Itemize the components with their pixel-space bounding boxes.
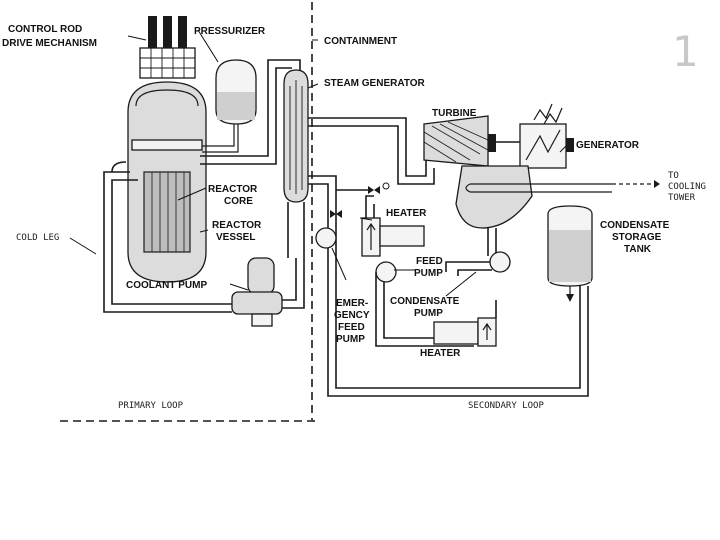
lower-heater — [433, 300, 497, 347]
condensate-pump — [445, 251, 511, 276]
label-feed-pump-1: FEED — [416, 256, 443, 267]
label-containment: CONTAINMENT — [324, 36, 397, 47]
label-primary-loop: PRIMARY LOOP — [118, 401, 184, 411]
label-coolant-pump: COOLANT PUMP — [126, 280, 207, 291]
label-steam-generator: STEAM GENERATOR — [324, 78, 426, 89]
turbine — [423, 115, 520, 167]
diagram-panel — [0, 0, 720, 428]
control-rod-drive-mechanism — [139, 16, 196, 79]
label-to-cooling-3: TOWER — [668, 193, 696, 203]
condenser — [455, 165, 660, 256]
label-emergency-2: GENCY — [334, 310, 370, 321]
slide-number: 1 — [672, 27, 699, 76]
label-condensate-storage-2: STORAGE — [612, 232, 662, 243]
label-to-cooling-1: TO — [668, 171, 679, 181]
reactor-core — [143, 171, 191, 253]
label-secondary-loop: SECONDARY LOOP — [468, 401, 544, 411]
label-control-rod-2: DRIVE MECHANISM — [2, 38, 97, 49]
label-heater-lower: HEATER — [420, 348, 461, 359]
label-condensate-storage-3: TANK — [624, 244, 652, 255]
labels: CONTROL ROD DRIVE MECHANISM PRESSURIZER … — [2, 24, 706, 411]
label-feed-pump-2: PUMP — [414, 268, 443, 279]
label-pointers — [69, 29, 567, 297]
label-emergency-1: EMER- — [336, 298, 368, 309]
label-turbine: TURBINE — [432, 108, 477, 119]
condensate-storage-tank — [547, 205, 593, 302]
label-reactor-core-1: REACTOR — [208, 184, 258, 195]
label-emergency-4: PUMP — [336, 334, 365, 345]
steam-generator — [283, 69, 309, 258]
label-reactor-core-2: CORE — [224, 196, 253, 207]
label-reactor-vessel-2: VESSEL — [216, 232, 255, 243]
label-condensate-pump-1: CONDENSATE — [390, 296, 460, 307]
hot-leg-pipe — [200, 59, 301, 157]
label-generator: GENERATOR — [576, 140, 640, 151]
label-condensate-pump-2: PUMP — [414, 308, 443, 319]
label-emergency-3: FEED — [338, 322, 365, 333]
label-control-rod-1: CONTROL ROD — [8, 24, 82, 35]
label-reactor-vessel-1: REACTOR — [212, 220, 262, 231]
label-heater-upper: HEATER — [386, 208, 427, 219]
label-condensate-storage-1: CONDENSATE — [600, 220, 670, 231]
feed-valves — [308, 175, 390, 300]
generator — [519, 103, 574, 169]
label-to-cooling-2: COOLING — [668, 182, 706, 192]
main-steam-line — [308, 117, 435, 185]
secondary-loop-pipe — [327, 286, 589, 397]
pressurizer — [202, 59, 257, 153]
label-cold-leg: COLD LEG — [16, 233, 59, 243]
cold-leg-pipe — [103, 161, 305, 313]
label-pressurizer: PRESSURIZER — [194, 26, 266, 37]
emergency-feed-pump — [315, 227, 337, 249]
coolant-pump — [231, 257, 283, 327]
containment-boundary — [60, 2, 315, 422]
upper-heater — [361, 195, 425, 257]
